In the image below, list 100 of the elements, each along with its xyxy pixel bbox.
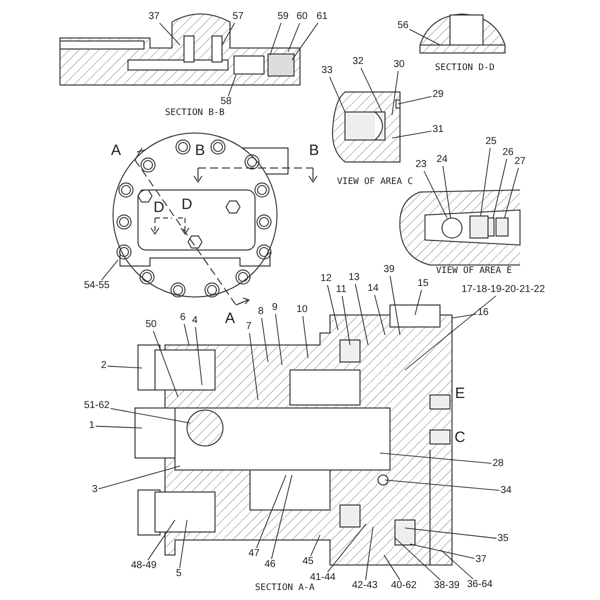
callout-number: 48-49 bbox=[130, 560, 158, 572]
callout-number: 34 bbox=[500, 485, 513, 497]
leader-line bbox=[392, 130, 432, 138]
leader-line bbox=[440, 550, 474, 580]
callout-number: 3 bbox=[91, 484, 99, 496]
leader-line bbox=[442, 166, 451, 218]
leader-line bbox=[195, 326, 202, 386]
leader-line bbox=[302, 316, 308, 358]
section-title: SECTION D-D bbox=[435, 63, 495, 73]
leader-line bbox=[504, 168, 519, 218]
callout-number: 35 bbox=[496, 533, 510, 545]
callout-number: 60 bbox=[296, 11, 309, 23]
leader-line bbox=[398, 96, 432, 104]
view-letter: C bbox=[454, 428, 466, 446]
callout-number: 38-39 bbox=[433, 580, 461, 592]
leader-line bbox=[410, 544, 475, 559]
leader-line bbox=[380, 452, 492, 464]
leader-line bbox=[222, 22, 235, 46]
callout-number: 58 bbox=[220, 96, 233, 108]
leader-line bbox=[354, 284, 368, 346]
leader-line bbox=[390, 276, 400, 336]
section-letter: D bbox=[154, 198, 164, 216]
callout-number: 9 bbox=[271, 302, 279, 314]
section-title: SECTION A-A bbox=[255, 583, 315, 593]
callout-number: 10 bbox=[296, 304, 309, 316]
leader-line bbox=[374, 294, 386, 336]
spring bbox=[488, 218, 494, 236]
plug bbox=[496, 218, 508, 236]
leader-line bbox=[249, 332, 258, 400]
leader-line bbox=[329, 76, 346, 112]
callout-number: 17-18-19-20-21-22 bbox=[460, 284, 546, 296]
callout-number: 4 bbox=[191, 315, 199, 327]
leader-line bbox=[392, 70, 399, 116]
callout-number: 40-62 bbox=[390, 580, 418, 592]
callout-number: 59 bbox=[276, 11, 290, 23]
leader-line bbox=[101, 260, 118, 280]
leader-line bbox=[414, 290, 422, 316]
callout-number: 31 bbox=[432, 124, 445, 136]
valve-seat bbox=[470, 216, 488, 238]
callout-number: 27 bbox=[514, 156, 527, 168]
leader-line bbox=[452, 314, 477, 318]
callout-number: 11 bbox=[335, 284, 348, 296]
leader-line bbox=[394, 538, 441, 580]
callout-number: 6 bbox=[179, 312, 187, 324]
callout-number: 56 bbox=[396, 20, 410, 32]
leader-line bbox=[148, 520, 176, 560]
callout-number: 41-44 bbox=[309, 572, 337, 584]
leader-line bbox=[228, 74, 236, 96]
callout-number: 29 bbox=[432, 89, 445, 101]
section-letter: D bbox=[182, 196, 192, 212]
callout-number: 13 bbox=[348, 272, 361, 284]
view-letter: E bbox=[455, 384, 466, 402]
callout-number: 7 bbox=[245, 321, 253, 333]
section-letter: A bbox=[225, 310, 236, 326]
callout-number: 51-62 bbox=[83, 400, 111, 412]
callout-number: 15 bbox=[416, 278, 430, 290]
section-letter: B bbox=[309, 142, 320, 158]
callout-number: 45 bbox=[302, 556, 315, 568]
check-ball bbox=[442, 218, 462, 238]
callout-number: 50 bbox=[144, 319, 158, 331]
leader-line bbox=[270, 22, 282, 56]
leader-line bbox=[184, 324, 190, 346]
leader-line bbox=[492, 158, 508, 218]
leader-line bbox=[275, 314, 282, 366]
leader-line bbox=[107, 366, 142, 368]
leader-line bbox=[152, 330, 178, 398]
callout-number: 5 bbox=[175, 568, 183, 580]
leader-line bbox=[480, 148, 491, 216]
leader-line bbox=[256, 474, 286, 548]
view-title: VIEW OF AREA E bbox=[436, 266, 512, 276]
leader-line bbox=[271, 474, 292, 560]
callout-number: 47 bbox=[248, 548, 261, 560]
callout-number: 54-55 bbox=[83, 280, 111, 292]
section-letter: B bbox=[195, 142, 206, 158]
leader-line bbox=[261, 318, 268, 362]
leader-line bbox=[110, 408, 190, 424]
callout-number: 1 bbox=[88, 420, 96, 432]
view-title: VIEW OF AREA C bbox=[337, 177, 413, 187]
callout-number: 8 bbox=[257, 306, 265, 318]
callout-number: 37 bbox=[474, 554, 488, 566]
leader-line bbox=[365, 526, 374, 580]
leader-line bbox=[159, 22, 180, 46]
callout-number: 2 bbox=[100, 360, 108, 372]
callout-number: 30 bbox=[392, 59, 406, 71]
leader-line bbox=[342, 296, 350, 346]
callout-number: 16 bbox=[476, 307, 490, 319]
leader-line bbox=[424, 170, 448, 218]
callout-number: 12 bbox=[320, 273, 333, 285]
callout-number: 32 bbox=[352, 56, 365, 68]
callout-number: 37 bbox=[148, 11, 161, 23]
leader-line bbox=[292, 22, 318, 60]
callout-number: 42-43 bbox=[351, 580, 379, 592]
callout-number: 57 bbox=[232, 11, 245, 23]
callout-number: 26 bbox=[502, 147, 515, 159]
leader-line bbox=[404, 528, 497, 539]
section-letter: A bbox=[111, 142, 122, 158]
callout-number: 25 bbox=[484, 136, 498, 148]
callout-number: 36-64 bbox=[466, 579, 494, 591]
leader-line bbox=[360, 68, 382, 112]
leader-line bbox=[404, 296, 496, 370]
